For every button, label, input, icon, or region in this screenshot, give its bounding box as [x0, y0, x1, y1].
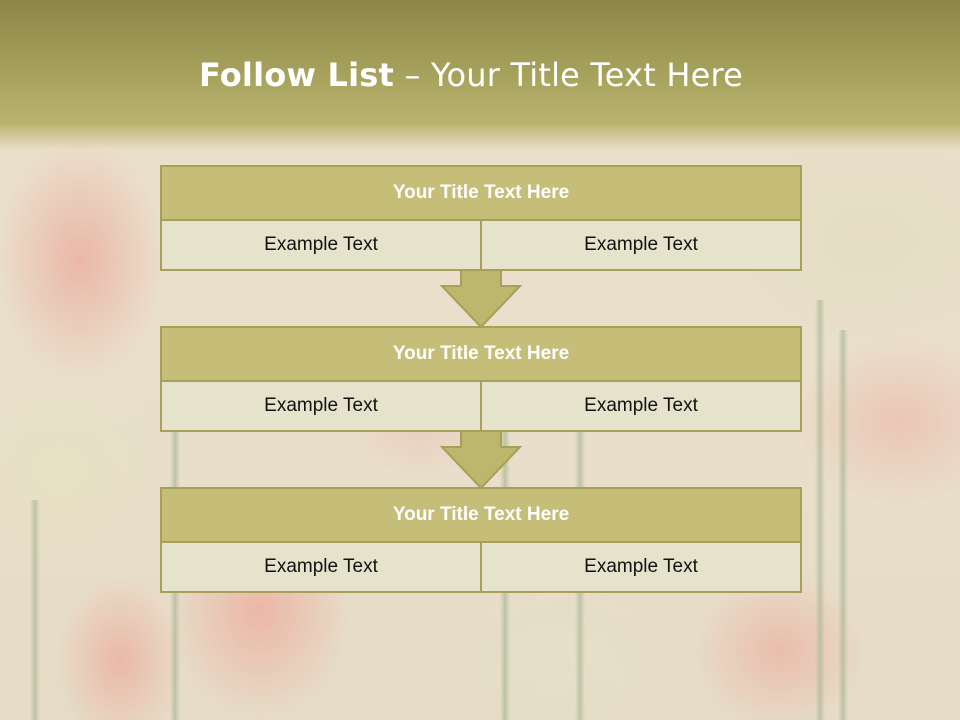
block-cell-left: Example Text [160, 541, 482, 593]
block-cell-left: Example Text [160, 219, 482, 271]
slide-title: Follow List – Your Title Text Here [0, 52, 942, 98]
slide-title-rest: – Your Title Text Here [404, 56, 744, 94]
block-cells: Example Text Example Text [160, 380, 802, 432]
background-stem [838, 330, 848, 720]
block-cell-right: Example Text [480, 541, 802, 593]
background-stem [30, 500, 40, 720]
block-cell-right: Example Text [480, 380, 802, 432]
block-title: Your Title Text Here [160, 487, 802, 543]
block-cell-left: Example Text [160, 380, 482, 432]
header-band [0, 0, 960, 150]
down-arrow-icon [440, 431, 522, 490]
list-block-2: Your Title Text Here Example Text Exampl… [160, 326, 802, 432]
block-cells: Example Text Example Text [160, 219, 802, 271]
background-stem [815, 300, 825, 720]
block-title: Your Title Text Here [160, 165, 802, 221]
list-block-1: Your Title Text Here Example Text Exampl… [160, 165, 802, 271]
block-title: Your Title Text Here [160, 326, 802, 382]
down-arrow-icon [440, 270, 522, 329]
slide-title-bold: Follow List [198, 56, 395, 94]
block-cell-right: Example Text [480, 219, 802, 271]
block-cells: Example Text Example Text [160, 541, 802, 593]
list-block-3: Your Title Text Here Example Text Exampl… [160, 487, 802, 593]
